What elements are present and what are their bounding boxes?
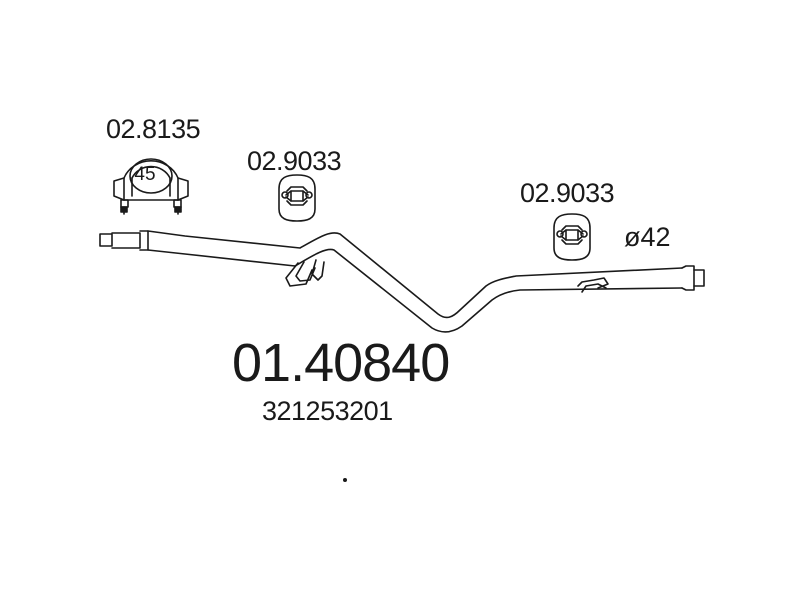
oem-reference-number: 321253201 [262, 396, 393, 426]
clamp-size-label: 45 [134, 164, 156, 185]
exhaust-clamp-icon [113, 158, 189, 215]
clamp-part-code: 02.8135 [106, 114, 201, 144]
rubber-hanger-icon [278, 174, 316, 222]
product-part-number: 01.40840 [232, 333, 450, 393]
rubber-hanger-icon [553, 213, 591, 261]
exhaust-pipe-icon [99, 230, 705, 333]
dot-mark [343, 478, 347, 482]
front-hanger-part-code: 02.9033 [247, 146, 342, 176]
pipe-diameter-label: ø42 [624, 222, 671, 252]
rear-hanger-part-code: 02.9033 [520, 178, 615, 208]
